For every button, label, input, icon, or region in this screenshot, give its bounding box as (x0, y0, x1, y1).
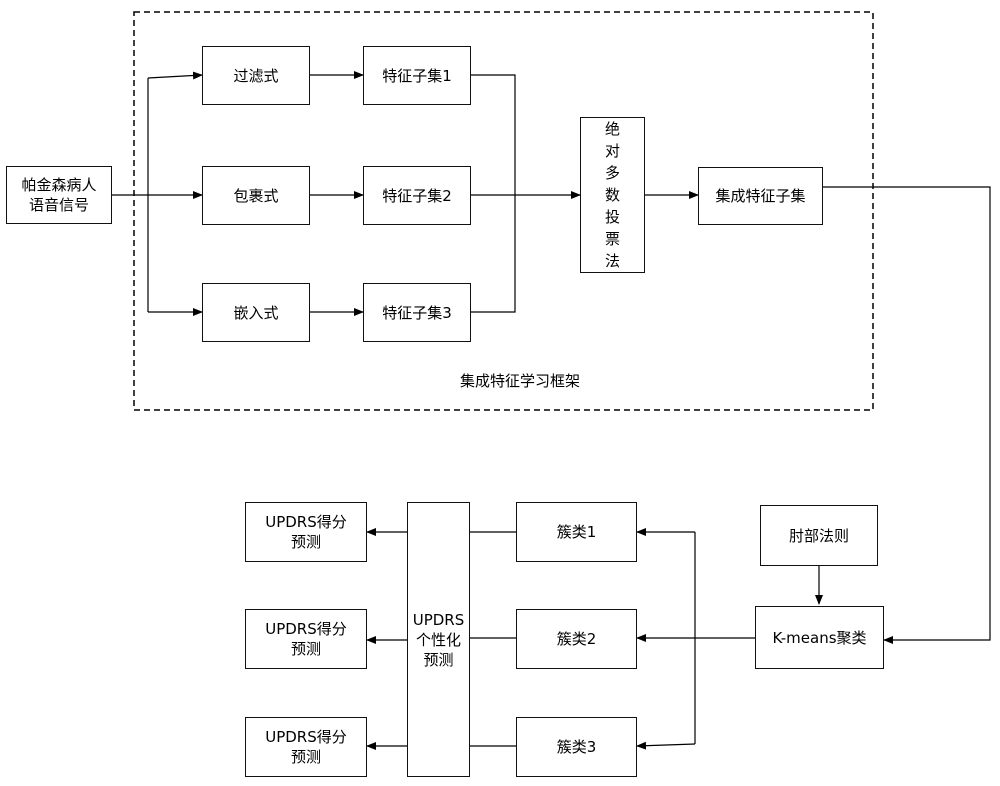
node-elbow-method: 肘部法则 (760, 505, 878, 566)
node-kmeans-clustering: K-means聚类 (755, 606, 884, 669)
node-cluster-3: 簇类3 (516, 717, 637, 777)
node-feature-subset-3: 特征子集3 (363, 283, 471, 342)
node-score-prediction-2: UPDRS得分 预测 (245, 609, 367, 669)
node-majority-vote: 绝 对 多 数 投 票 法 (580, 117, 645, 273)
node-feature-subset-1: 特征子集1 (363, 46, 471, 105)
node-cluster-1: 簇类1 (516, 502, 637, 562)
node-personalized-prediction: UPDRS 个性化 预测 (407, 502, 470, 777)
edge-ensemble-kmeans (823, 186, 991, 644)
node-wrapper-method: 包裹式 (202, 166, 310, 225)
framework-label: 集成特征学习框架 (459, 372, 580, 390)
node-filter-method: 过滤式 (202, 46, 310, 105)
node-input-signal: 帕金森病人 语音信号 (6, 166, 112, 224)
node-embedded-method: 嵌入式 (202, 283, 310, 342)
framework-boundary (133, 11, 874, 411)
node-feature-subset-2: 特征子集2 (363, 166, 471, 225)
edge-to-cluster3 (636, 741, 696, 750)
edge-subset1-merge (471, 74, 516, 195)
node-score-prediction-1: UPDRS得分 预测 (245, 502, 367, 562)
node-cluster-2: 簇类2 (516, 609, 637, 669)
edge-subset3-merge (471, 195, 516, 313)
node-ensemble-feature-subset: 集成特征子集 (698, 167, 823, 225)
node-score-prediction-3: UPDRS得分 预测 (245, 717, 367, 777)
edge-to-filter (147, 71, 203, 80)
